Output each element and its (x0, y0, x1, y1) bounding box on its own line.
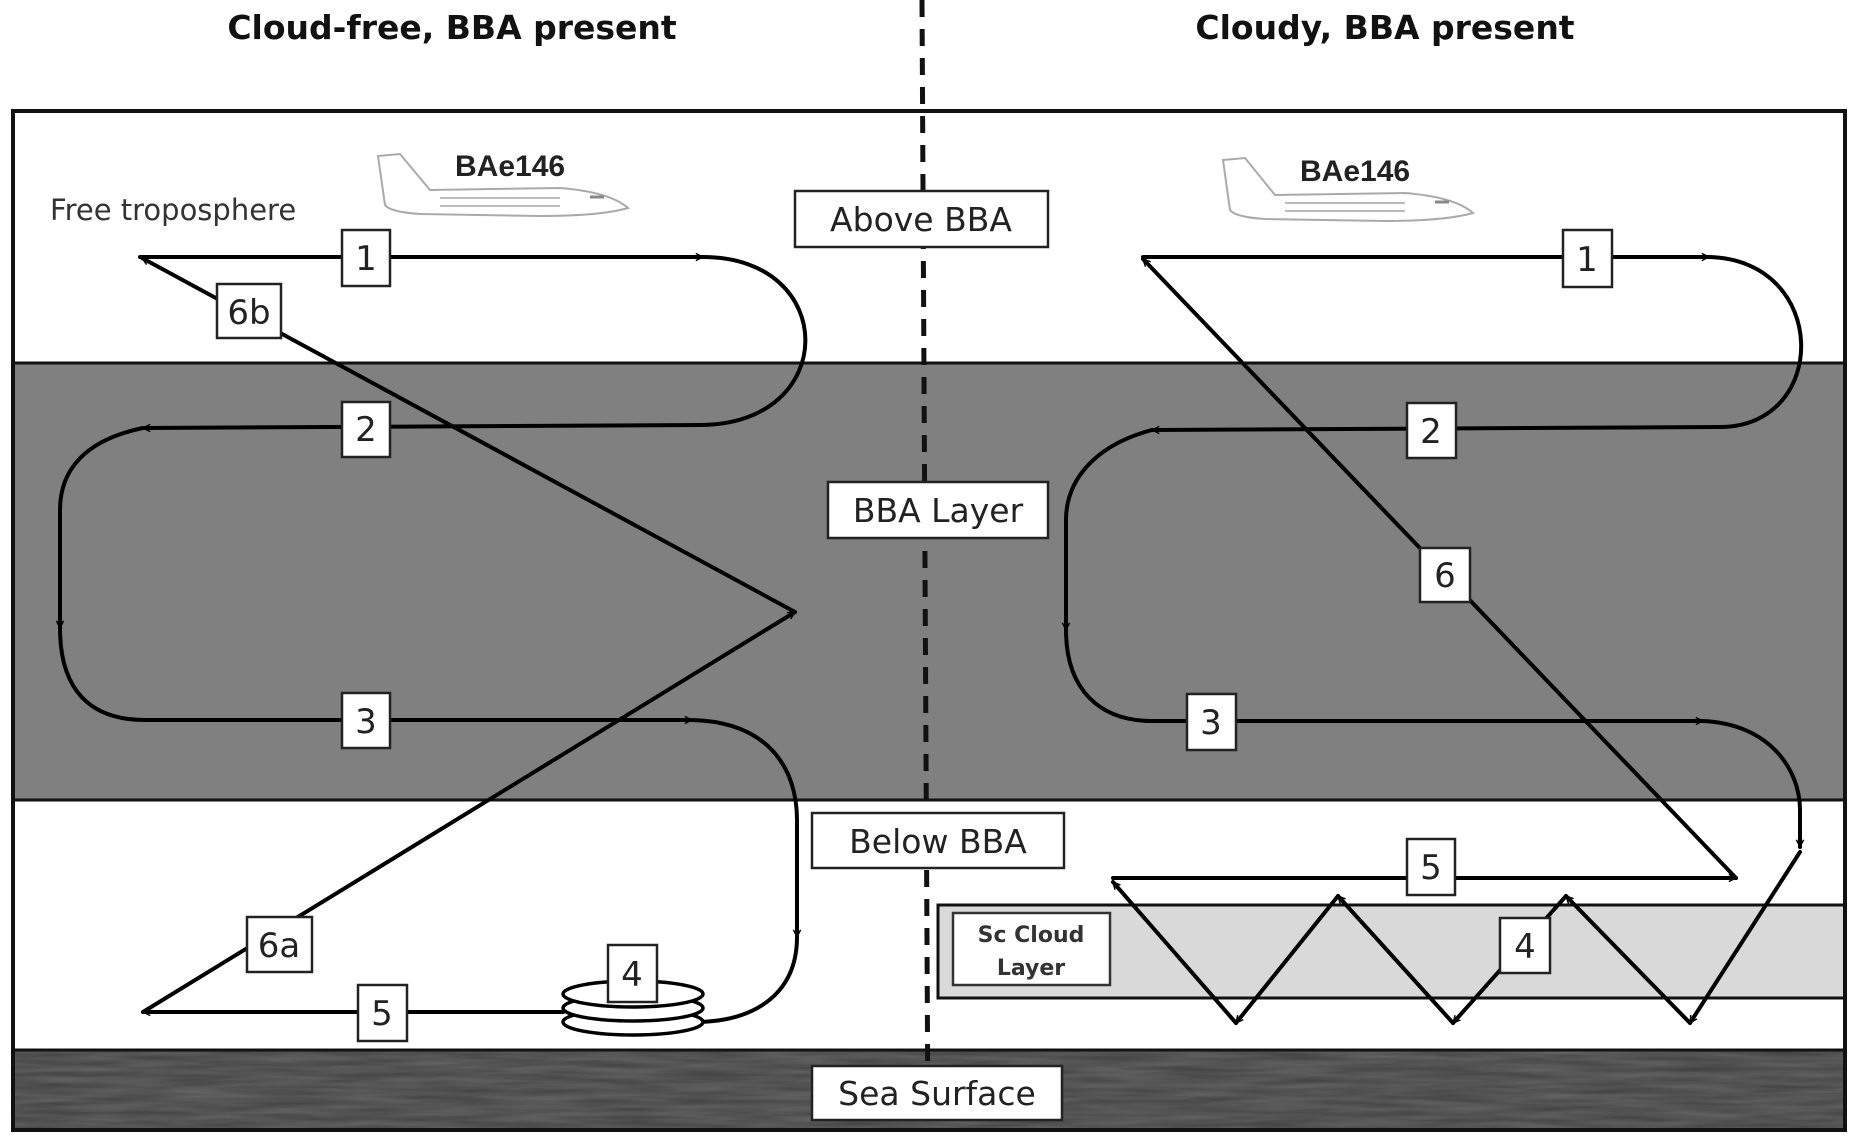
svg-text:6a: 6a (258, 926, 300, 966)
left-leg-4-label: 4 (606, 943, 659, 1004)
svg-text:4: 4 (621, 955, 643, 995)
aircraft-label-right: BAe146 (1300, 155, 1410, 188)
sea-surface-label: Sea Surface (810, 1064, 1064, 1122)
right-descent-2-3 (1066, 428, 1154, 632)
left-descent-3-4 (690, 718, 797, 939)
right-turn-1-2 (1707, 255, 1804, 429)
svg-text:Below BBA: Below BBA (849, 822, 1027, 861)
svg-text:Sea Surface: Sea Surface (838, 1074, 1036, 1113)
right-leg-6-label: 6 (1418, 546, 1472, 604)
left-leg-3-label: 3 (340, 691, 392, 750)
left-descent-2-3 (60, 426, 145, 630)
aircraft-icon-left (376, 152, 631, 218)
svg-text:1: 1 (355, 239, 377, 279)
svg-text:3: 3 (355, 702, 377, 742)
svg-text:5: 5 (371, 994, 393, 1034)
right-saw-5 (1234, 894, 1340, 1025)
panel-divider (919, 0, 931, 1131)
bba-layer-label: BBA Layer (826, 480, 1050, 540)
left-turn-1-2 (698, 255, 808, 427)
left-leg-1-label: 1 (340, 228, 392, 288)
right-saw-6 (1111, 880, 1238, 1025)
right-leg-4-label: 4 (1498, 916, 1552, 975)
right-leg-1-label: 1 (1561, 228, 1614, 289)
svg-text:6: 6 (1434, 556, 1456, 596)
svg-text:3: 3 (1200, 703, 1222, 743)
sc-cloud-label: Sc Cloud Layer (951, 911, 1112, 987)
svg-text:6b: 6b (227, 293, 270, 333)
right-leg-2-label: 2 (1405, 401, 1458, 460)
title-cloudy: Cloudy, BBA present (1195, 8, 1574, 47)
svg-text:2: 2 (355, 410, 377, 450)
svg-text:BBA Layer: BBA Layer (853, 491, 1024, 530)
left-leg-6b-label: 6b (215, 282, 283, 340)
right-saw-4 (1336, 894, 1455, 1025)
right-leg-5-label: 5 (1405, 837, 1457, 897)
svg-text:Above BBA: Above BBA (830, 200, 1012, 239)
svg-text:4: 4 (1514, 927, 1536, 967)
svg-text:2: 2 (1420, 412, 1442, 452)
right-saw-1 (1688, 850, 1802, 1025)
aircraft-icon-right (1221, 156, 1476, 223)
svg-text:Layer: Layer (997, 956, 1065, 981)
below-bba-label: Below BBA (810, 811, 1066, 870)
free-troposphere-label: Free troposphere (50, 193, 296, 227)
right-saw-2 (1564, 894, 1692, 1025)
left-turn-to-spiral (698, 935, 799, 1024)
left-leg-6a-label: 6a (245, 915, 314, 974)
svg-text:1: 1 (1576, 240, 1598, 280)
diagram-frame (11, 109, 1847, 1132)
title-cloud-free: Cloud-free, BBA present (227, 8, 677, 47)
svg-text:5: 5 (1420, 848, 1442, 888)
left-leg-2-path (141, 423, 702, 428)
left-leg-2-label: 2 (340, 400, 392, 459)
right-turn-to-3 (1064, 628, 1154, 723)
above-bba-label: Above BBA (793, 189, 1050, 249)
left-leg-5-label: 5 (356, 983, 409, 1043)
aircraft-label-left: BAe146 (455, 150, 565, 183)
right-descent-3-4 (1701, 719, 1800, 849)
svg-text:Sc Cloud: Sc Cloud (978, 923, 1085, 948)
right-leg-3-label: 3 (1185, 692, 1238, 752)
left-turn-to-3 (58, 626, 147, 722)
bba-layer-region (13, 363, 1845, 800)
